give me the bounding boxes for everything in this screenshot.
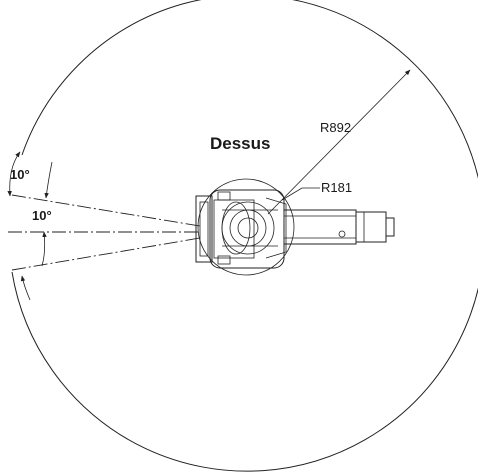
upper-angle-arc — [7, 151, 21, 197]
view-title: Dessus — [210, 134, 271, 153]
robot-top-view — [195, 189, 395, 269]
upper-angle-label: 10° — [10, 167, 30, 182]
inner-reach-circle — [197, 178, 295, 276]
inner-radius-label: R181 — [321, 180, 353, 195]
r892-leader — [267, 69, 411, 215]
outer-reach-arc — [11, 0, 478, 472]
lower-angle-label: 10° — [32, 208, 52, 223]
lower-limit-line — [11, 237, 201, 271]
upper-angle-arrow — [44, 161, 53, 199]
lower-angle-arrow — [20, 275, 31, 301]
outer-radius-label: R892 — [320, 120, 352, 135]
lower-angle-arc — [41, 231, 47, 267]
upper-limit-line — [11, 194, 201, 227]
r181-leader — [281, 187, 320, 201]
